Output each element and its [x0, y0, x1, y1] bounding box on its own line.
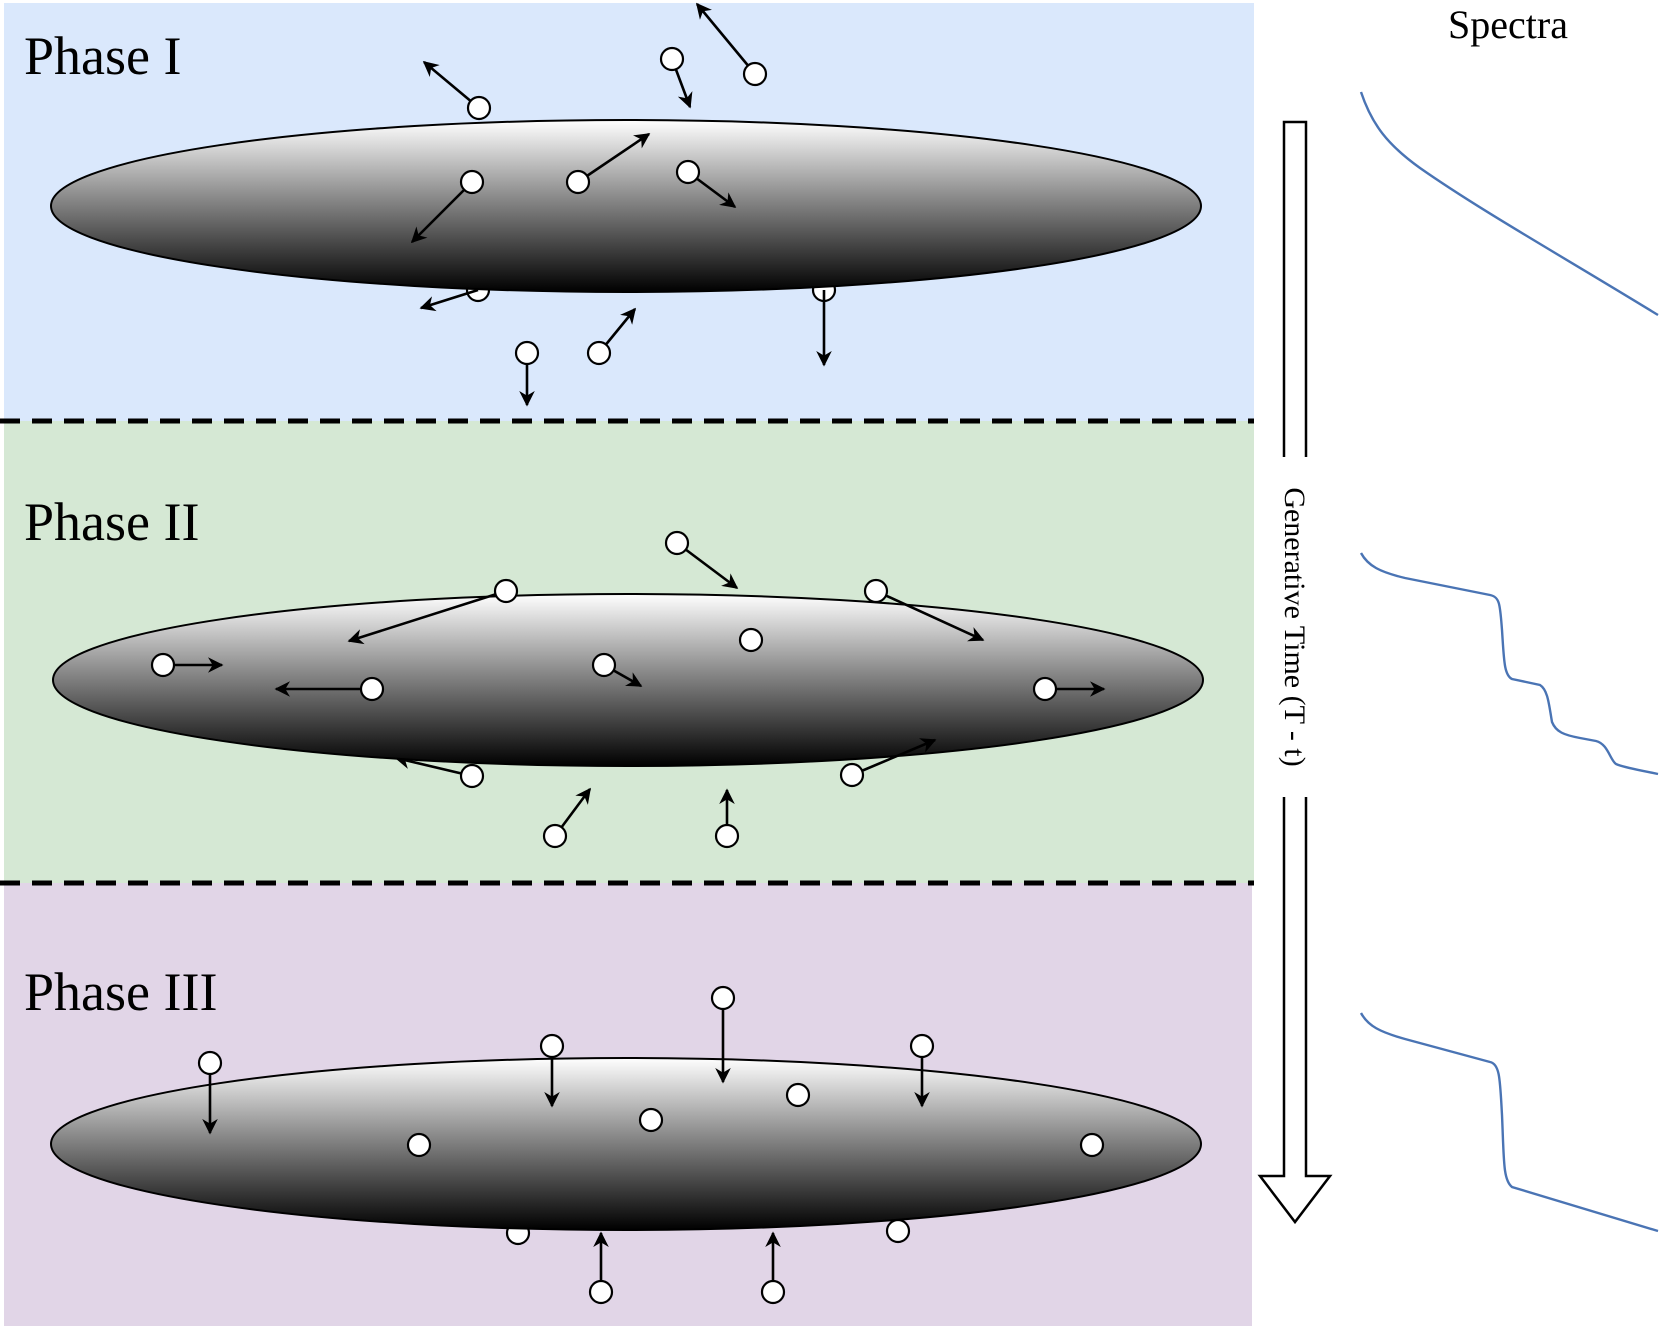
generative-time-label: Generative Time (T - t) [1278, 487, 1311, 766]
arrow-icon [875, 589, 985, 642]
spectra-title: Spectra [1448, 2, 1568, 47]
particle-icon [839, 762, 865, 788]
particle-icon [565, 169, 591, 195]
arrow-icon [577, 132, 651, 184]
particle-icon [406, 1132, 432, 1158]
data-manifold-ellipse [50, 1057, 1202, 1231]
particle-icon [738, 627, 764, 653]
particle-icon [359, 676, 385, 702]
particle-icon [1032, 676, 1058, 702]
particle-icon [638, 1107, 664, 1133]
particle-icon [588, 1279, 614, 1305]
particle-icon [493, 578, 519, 604]
spectrum-curve-phase-2 [1359, 552, 1659, 776]
arrow-icon [851, 738, 937, 777]
particle-icon [542, 823, 568, 849]
arrow-icon [394, 753, 473, 778]
phase-3-label: Phase III [24, 962, 217, 1022]
phase-2-label: Phase II [24, 492, 199, 552]
particle-icon [760, 1279, 786, 1305]
phase-1-group [50, 2, 1202, 407]
spectrum-curve-phase-1 [1359, 91, 1659, 317]
particle-icon [197, 1050, 223, 1076]
phase-1-label: Phase I [24, 26, 181, 86]
particle-icon [664, 530, 690, 556]
particle-icon [591, 652, 617, 678]
particle-icon [586, 340, 612, 366]
particle-icon [675, 159, 701, 185]
data-manifold-ellipse [50, 119, 1202, 293]
arrow-icon [419, 288, 479, 312]
particle-icon [1079, 1132, 1105, 1158]
particle-icon [459, 763, 485, 789]
particle-icon [539, 1033, 565, 1059]
particle-icon [459, 169, 485, 195]
arrow-icon [695, 2, 757, 75]
particle-icon [909, 1033, 935, 1059]
arrow-icon [676, 541, 739, 590]
particle-icon [742, 61, 768, 87]
particle-icon [714, 823, 740, 849]
particle-icon [710, 985, 736, 1011]
particle-icon [659, 46, 685, 72]
particle-icon [863, 578, 889, 604]
particle-icon [466, 95, 492, 121]
arrow-icon [410, 181, 473, 244]
spectrum-curve-phase-3 [1359, 1012, 1659, 1233]
phase-2-group [52, 530, 1204, 849]
particle-icon [514, 340, 540, 366]
generative-time-arrow: Generative Time (T - t) [1257, 120, 1333, 1225]
particle-icon [785, 1082, 811, 1108]
particle-icon [885, 1218, 911, 1244]
arrow-icon [347, 589, 507, 645]
phase-3-group [50, 985, 1202, 1305]
particle-icon [150, 652, 176, 678]
